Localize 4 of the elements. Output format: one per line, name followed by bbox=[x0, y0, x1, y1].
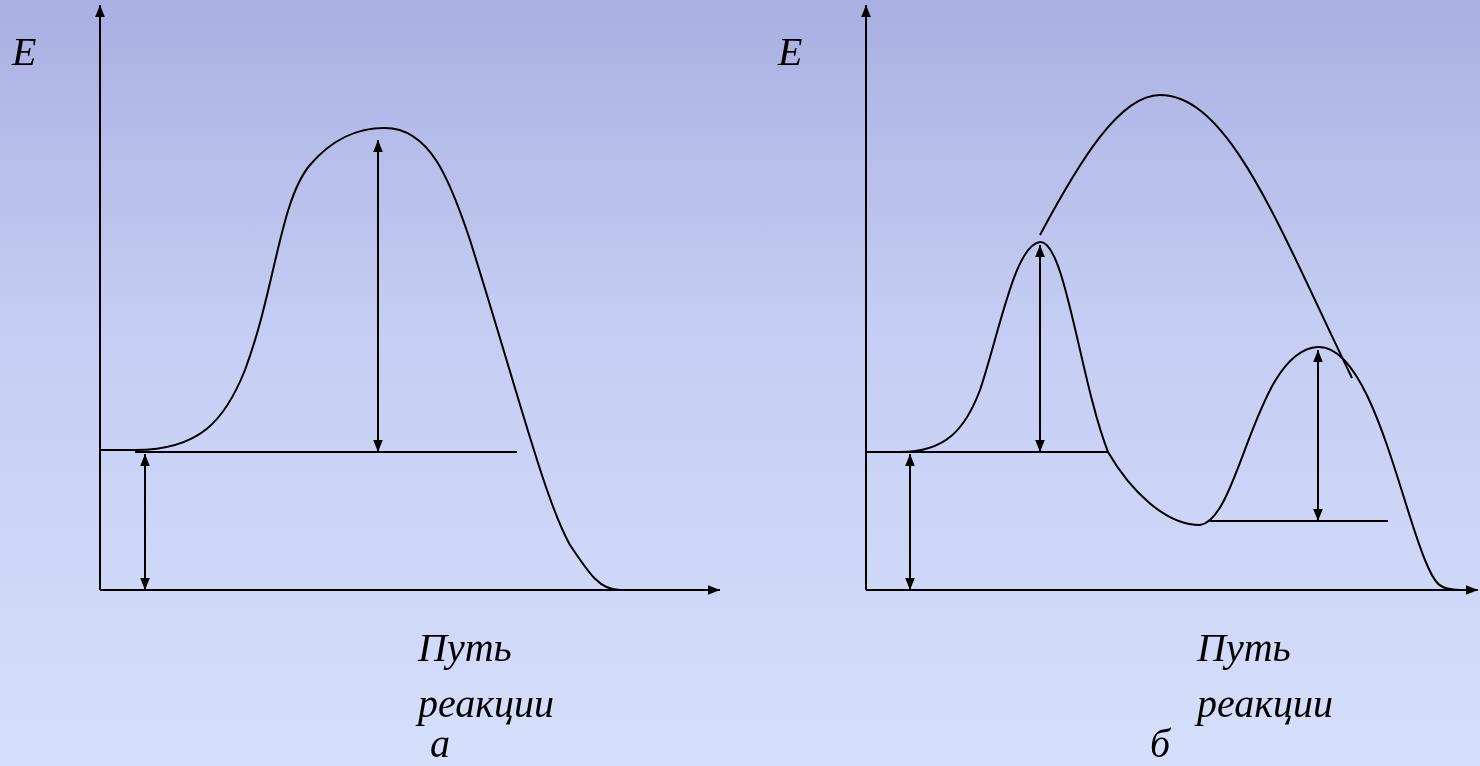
panel-letter: а bbox=[430, 722, 450, 766]
panel-letter: б bbox=[1150, 722, 1171, 766]
axis-label: E bbox=[12, 30, 37, 74]
axis-label: E bbox=[778, 30, 803, 74]
